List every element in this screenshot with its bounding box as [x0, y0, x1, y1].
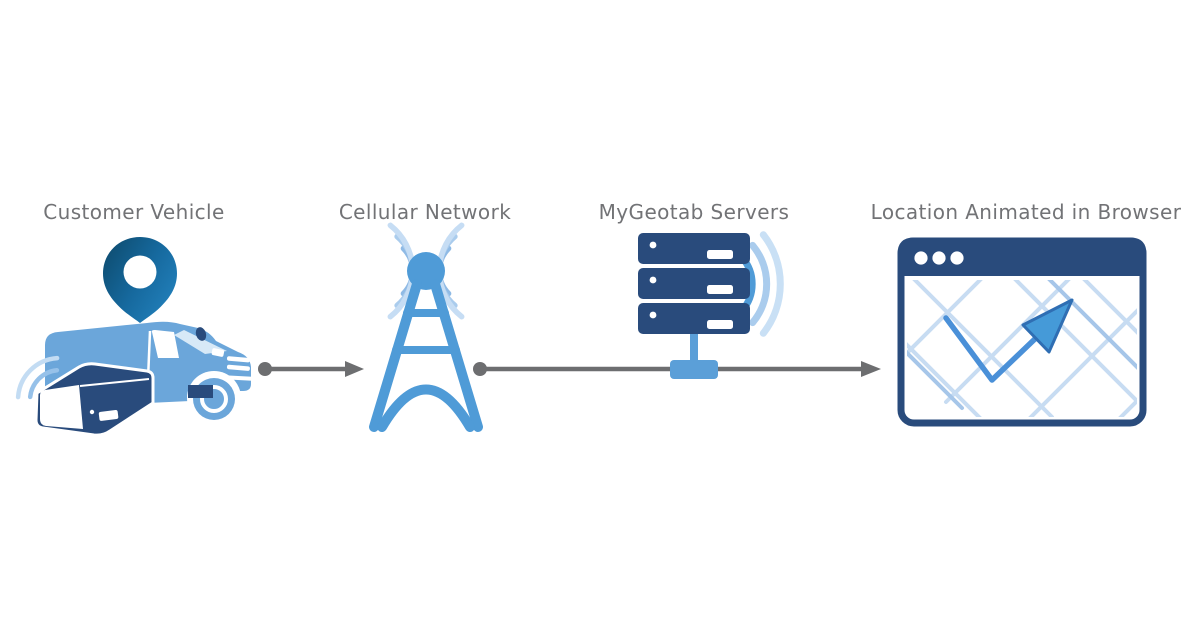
step-label-customer-vehicle: Customer Vehicle — [43, 200, 225, 224]
device-end-face — [40, 385, 83, 429]
headlight — [211, 348, 225, 357]
device-led — [89, 409, 95, 415]
server-unit — [638, 303, 750, 334]
side-mirror — [195, 327, 207, 341]
front-wheel — [193, 378, 235, 420]
flow-arrow-vehicle-to-network — [258, 361, 364, 377]
titlebar-dot — [950, 251, 964, 265]
bumper-gap — [223, 375, 253, 381]
server-units — [638, 233, 750, 334]
browser-window-icon — [897, 237, 1147, 427]
server-stack-icon — [638, 231, 784, 379]
browser-titlebar — [897, 237, 1147, 276]
pin-hole — [123, 255, 157, 289]
browser-titlebar-dots — [914, 251, 964, 265]
arrow-head-icon — [861, 361, 881, 377]
cell-tower-icon — [369, 222, 483, 432]
customer-vehicle-icon — [15, 237, 253, 437]
server-stem — [690, 332, 698, 363]
step-label-mygeotab-servers: MyGeotab Servers — [598, 200, 790, 224]
server-unit — [638, 233, 750, 264]
map-graphic — [907, 280, 1137, 417]
side-window — [151, 330, 179, 358]
step-label-cellular-network: Cellular Network — [338, 200, 512, 224]
device-edge-seam — [79, 378, 150, 387]
network-connector-node — [670, 360, 718, 379]
server-unit — [638, 268, 750, 299]
tower-structure — [369, 252, 483, 432]
titlebar-dot — [914, 251, 928, 265]
gps-device-icon — [34, 362, 155, 437]
door-step — [188, 385, 213, 398]
nav-arrow-icon — [1021, 298, 1074, 354]
route-line — [943, 315, 1041, 383]
windshield — [174, 330, 227, 354]
titlebar-dot — [932, 251, 946, 265]
step-label-location-browser: Location Animated in Browser — [870, 200, 1182, 224]
grille — [226, 356, 250, 371]
arrow-head-icon — [345, 361, 364, 377]
device-port — [98, 410, 119, 421]
location-pin-icon — [103, 237, 177, 323]
